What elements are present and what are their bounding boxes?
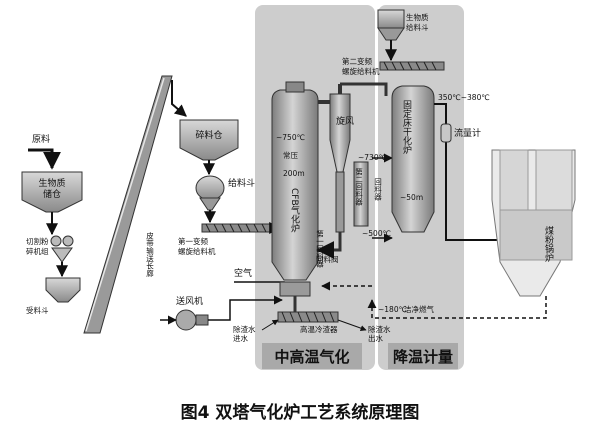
conveyor-to-bin-arrow — [171, 80, 187, 117]
slag-water-in-label-2: 进水 — [233, 333, 248, 343]
water-in-arrow — [261, 319, 279, 331]
flowmeter-label: 流量计 — [454, 127, 481, 139]
cfb-top-outlet — [285, 81, 305, 93]
slag-water-out-label-2: 出水 — [368, 333, 383, 343]
slag-water-in-label-1: 除渣水 — [233, 324, 256, 334]
cfb-gasifier — [271, 89, 319, 281]
boiler-furnace-box — [499, 209, 573, 261]
belt-conveyor-label: 皮带输送长廊 — [145, 231, 154, 278]
cfb-distributor — [279, 281, 311, 297]
return-standpipe — [335, 171, 345, 233]
feed-hopper — [195, 175, 225, 201]
top-biomass-label-2: 给料斗 — [406, 22, 429, 32]
belt-conveyor — [83, 75, 173, 334]
slag-cooler-label: 高温冷渣器 — [300, 324, 338, 334]
feed-hopper-label: 给料斗 — [228, 177, 255, 189]
crusher-label-1: 切割粉 — [26, 236, 49, 246]
belt-conveyor-highlight — [85, 77, 165, 332]
crusher-label-2: 碎机组 — [26, 246, 49, 256]
slag-water-out-label-1: 除渣水 — [368, 324, 391, 334]
top-biomass-hopper — [377, 9, 405, 29]
second-return-separator — [353, 161, 369, 227]
temp-500-label: ~500℃ — [362, 229, 391, 238]
top-biomass-hopper-cone — [377, 27, 405, 41]
fixed-bed-temp-label: ~50m — [400, 193, 423, 202]
cyclone-label-1: 旋风 — [336, 115, 354, 127]
boiler-label: 煤粉锅炉 — [543, 225, 554, 263]
cfb-pressure-label: 常压 — [283, 151, 298, 160]
biomass-storage-silo — [21, 171, 83, 213]
crusher-roller-left — [50, 235, 62, 247]
temp-180-label: ~180℃ — [378, 305, 407, 314]
receiving-hopper — [45, 277, 81, 303]
top-biomass-label-1: 生物质 — [406, 12, 429, 22]
temp-750-label: ~750℃ — [276, 133, 305, 142]
cfb-height-label: 200m — [283, 169, 305, 178]
separator-return-label: 回料器 — [373, 178, 382, 202]
crushed-material-bin — [179, 119, 239, 161]
biomass-storage-label-2: 储仓 — [43, 188, 61, 200]
air-label: 空气 — [234, 267, 252, 279]
dashed-return-line — [367, 296, 547, 319]
blower-outlet — [195, 314, 209, 326]
temp-350-label: 350℃~380℃ — [438, 93, 490, 102]
flowmeter — [440, 123, 452, 143]
slag-cooler-thread — [281, 311, 335, 323]
figure-caption: 图4 双塔气化炉工艺系统原理图 — [181, 402, 420, 423]
crushed-material-bin-label: 碎料仓 — [195, 129, 222, 141]
fixed-bed-label: 固定床干化炉 — [401, 100, 412, 155]
second-screw-label-1: 第二变频 — [342, 56, 372, 66]
raw-material-label: 原料 — [32, 133, 50, 145]
zone-cooling-label-bg — [388, 343, 458, 369]
water-out-arrow — [337, 319, 367, 332]
return-valve-label: 回料阀 — [316, 254, 339, 264]
first-screw-feeder-label-2: 螺旋给料机 — [178, 246, 216, 256]
second-screw-thread — [383, 61, 437, 71]
zone-gasification-label-bg — [262, 343, 362, 369]
blower — [175, 309, 197, 331]
crusher-roller-right — [62, 235, 74, 247]
raw-material-arrow — [28, 148, 61, 170]
cfb-name-label: CFB气化炉 — [289, 188, 300, 234]
zone-cooling-label: 降温计量 — [393, 348, 453, 366]
second-screw-label-2: 螺旋给料机 — [342, 66, 380, 76]
first-screw-feeder — [201, 223, 273, 233]
boiler-panel-right — [535, 149, 573, 211]
blower-label: 送风机 — [176, 295, 203, 307]
fixed-bed-dryer — [391, 85, 435, 233]
clean-gas-label: 洁净燃气 — [404, 304, 434, 314]
feed-hopper-cone — [199, 197, 221, 211]
crusher-chute — [51, 247, 73, 263]
boiler-panel-left — [499, 149, 529, 211]
biomass-storage-label-1: 生物质 — [38, 177, 65, 189]
zone-gasification-label: 中高温气化 — [274, 348, 349, 366]
first-screw-feeder-label-1: 第一变频 — [178, 236, 208, 246]
blower-to-cfb-line — [208, 295, 283, 321]
first-screw-thread — [205, 223, 267, 233]
receiving-hopper-label: 受料斗 — [26, 305, 49, 315]
gas-line-to-boiler — [434, 103, 532, 246]
separator-2-label: 第二回料器 — [354, 167, 363, 207]
cyclone-to-cooler-duct — [340, 82, 388, 96]
return-loop — [316, 232, 342, 259]
